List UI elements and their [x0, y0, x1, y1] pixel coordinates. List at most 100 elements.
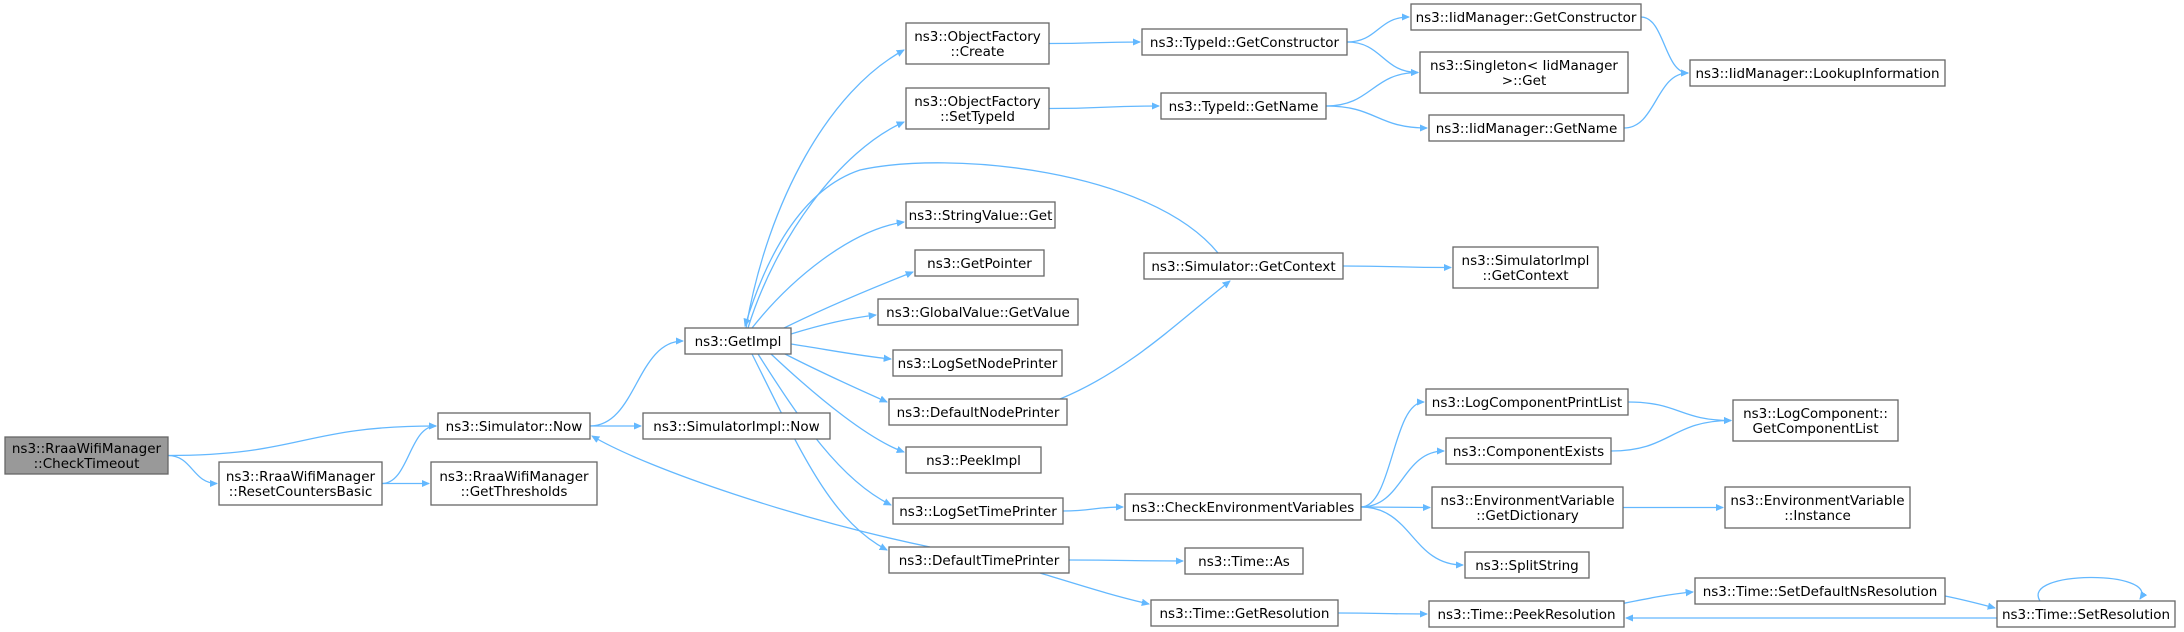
node-checkTimeout[interactable]: ns3::RraaWifiManager::CheckTimeout	[4, 436, 169, 475]
node-box	[1996, 600, 2176, 628]
edges-layer	[167, 17, 2142, 618]
node-envVarInstance[interactable]: ns3::EnvironmentVariable::Instance	[1724, 486, 1911, 529]
edge-ofSetTypeId-to-typeIdGetName	[1048, 106, 1159, 109]
edge-getImpl-to-ofCreate	[745, 49, 904, 329]
node-box	[1425, 388, 1629, 416]
node-getPointer[interactable]: ns3::GetPointer	[914, 249, 1045, 277]
node-timeAs[interactable]: ns3::Time::As	[1184, 547, 1304, 575]
node-label-line: ns3::PeekImpl	[926, 453, 1021, 469]
edge-checkEnvVars-to-logComponentPrintList	[1360, 402, 1424, 508]
node-splitString[interactable]: ns3::SplitString	[1464, 551, 1590, 579]
node-logComponentGetList[interactable]: ns3::LogComponent::GetComponentList	[1732, 399, 1899, 442]
edge-getImpl-to-stringValueGet	[751, 222, 904, 329]
node-defaultNodePrinter[interactable]: ns3::DefaultNodePrinter	[888, 398, 1068, 426]
edge-checkEnvVars-to-splitString	[1360, 506, 1463, 565]
edge-timeSetDefaultNsResolution-to-timeSetResolution	[1944, 595, 1995, 608]
node-label-line: ns3::Time::SetResolution	[2002, 607, 2170, 623]
edge-logSetTimePrinter-to-checkEnvVars	[1062, 507, 1123, 512]
node-defaultTimePrinter[interactable]: ns3::DefaultTimePrinter	[888, 546, 1070, 574]
node-typeIdGetName[interactable]: ns3::TypeId::GetName	[1160, 92, 1327, 120]
node-ofSetTypeId[interactable]: ns3::ObjectFactory::SetTypeId	[905, 87, 1050, 130]
edge-checkTimeout-to-simNow	[167, 426, 436, 457]
edge-ofCreate-to-typeIdGetConstructor	[1048, 42, 1140, 44]
node-box	[1428, 600, 1625, 628]
node-simGetContext[interactable]: ns3::Simulator::GetContext	[1143, 252, 1344, 280]
node-simImplNow[interactable]: ns3::SimulatorImpl::Now	[642, 412, 831, 440]
edge-defaultTimePrinter-to-simNow	[592, 435, 931, 548]
nodes-layer: ns3::RraaWifiManager::CheckTimeoutns3::S…	[4, 3, 2176, 628]
edge-getImpl-to-defaultNodePrinter	[784, 353, 887, 403]
node-label-line: ::SetTypeId	[940, 109, 1015, 125]
node-label-line: ns3::Simulator::Now	[446, 419, 583, 435]
node-timeSetDefaultNsResolution[interactable]: ns3::Time::SetDefaultNsResolution	[1694, 577, 1946, 605]
node-gvGetValue[interactable]: ns3::GlobalValue::GetValue	[877, 298, 1079, 326]
node-getImpl[interactable]: ns3::GetImpl	[684, 327, 792, 355]
node-box	[1732, 399, 1899, 442]
node-box	[888, 398, 1068, 426]
node-timeSetResolution[interactable]: ns3::Time::SetResolution	[1996, 600, 2176, 628]
node-envVarGetDictionary[interactable]: ns3::EnvironmentVariable::GetDictionary	[1431, 486, 1624, 529]
node-box	[914, 249, 1045, 277]
node-label-line: ns3::IidManager::GetName	[1436, 121, 1618, 137]
node-ofCreate[interactable]: ns3::ObjectFactory::Create	[905, 22, 1050, 65]
node-label-line: ns3::GetImpl	[695, 334, 782, 350]
node-componentExists[interactable]: ns3::ComponentExists	[1445, 437, 1612, 465]
node-typeIdGetConstructor[interactable]: ns3::TypeId::GetConstructor	[1141, 28, 1348, 56]
node-label-line: ns3::EnvironmentVariable	[1730, 493, 1904, 509]
edge-getImpl-to-logSetNodePrinter	[790, 343, 891, 359]
node-box	[1464, 551, 1590, 579]
node-label-line: ns3::StringValue::Get	[909, 208, 1053, 224]
node-label-line: ns3::GlobalValue::GetValue	[886, 305, 1070, 321]
edge-simGetContext-to-simImplGetContext	[1342, 266, 1451, 268]
node-box	[892, 497, 1064, 525]
node-label-line: ns3::Time::PeekResolution	[1437, 607, 1615, 623]
node-simNow[interactable]: ns3::Simulator::Now	[437, 412, 591, 440]
node-label-line: >::Get	[1502, 73, 1546, 89]
node-label-line: ns3::IidManager::LookupInformation	[1695, 66, 1939, 82]
node-label-line: ns3::TypeId::GetName	[1169, 99, 1319, 115]
edge-getImpl-to-ofSetTypeId	[747, 121, 904, 329]
node-timeGetResolution[interactable]: ns3::Time::GetResolution	[1150, 599, 1339, 627]
node-label-line: ns3::EnvironmentVariable	[1440, 493, 1614, 509]
node-box	[1124, 493, 1362, 521]
node-label-line: ns3::ObjectFactory	[914, 94, 1041, 110]
node-resetCounters[interactable]: ns3::RraaWifiManager::ResetCountersBasic	[218, 461, 383, 506]
node-label-line: ns3::SimulatorImpl	[1462, 253, 1590, 269]
node-box	[905, 22, 1050, 65]
node-logSetNodePrinter[interactable]: ns3::LogSetNodePrinter	[892, 349, 1063, 377]
node-singletonGet[interactable]: ns3::Singleton< IidManager >::Get	[1419, 51, 1629, 94]
edge-simNow-to-getImpl	[589, 341, 683, 427]
node-label-line: ns3::Time::GetResolution	[1159, 606, 1329, 622]
edge-timePeekResolution-to-timeSetDefaultNsResolution	[1619, 592, 1693, 605]
node-getThresholds[interactable]: ns3::RraaWifiManager::GetThresholds	[430, 461, 598, 506]
node-iidGetConstructor[interactable]: ns3::IidManager::GetConstructor	[1410, 3, 1642, 31]
node-label-line: ns3::Simulator::GetContext	[1151, 259, 1335, 275]
edge-iidGetName-to-iidLookupInformation	[1623, 73, 1688, 129]
node-label-line: ::Create	[951, 44, 1005, 60]
node-box	[905, 446, 1042, 474]
node-label-line: ns3::TypeId::GetConstructor	[1150, 35, 1340, 51]
node-stringValueGet[interactable]: ns3::StringValue::Get	[905, 201, 1056, 229]
node-simImplGetContext[interactable]: ns3::SimulatorImpl::GetContext	[1452, 246, 1599, 289]
node-iidLookupInformation[interactable]: ns3::IidManager::LookupInformation	[1689, 59, 1946, 87]
node-box	[684, 327, 792, 355]
node-label-line: ::Instance	[1784, 508, 1851, 524]
node-checkEnvVars[interactable]: ns3::CheckEnvironmentVariables	[1124, 493, 1362, 521]
edge-simGetContext-to-getImpl	[745, 162, 1219, 326]
node-box	[888, 546, 1070, 574]
node-box	[218, 461, 383, 506]
node-box	[1689, 59, 1946, 87]
node-label-line: ns3::LogComponentPrintList	[1432, 395, 1622, 411]
node-label-line: ns3::DefaultTimePrinter	[899, 553, 1060, 569]
node-label-line: ns3::LogSetTimePrinter	[899, 504, 1057, 520]
edge-getImpl-to-peekImpl	[770, 353, 904, 452]
node-label-line: ns3::GetPointer	[927, 256, 1032, 272]
node-logComponentPrintList[interactable]: ns3::LogComponentPrintList	[1425, 388, 1629, 416]
node-peekImpl[interactable]: ns3::PeekImpl	[905, 446, 1042, 474]
node-box	[892, 349, 1063, 377]
node-iidGetName[interactable]: ns3::IidManager::GetName	[1428, 114, 1625, 142]
node-logSetTimePrinter[interactable]: ns3::LogSetTimePrinter	[892, 497, 1064, 525]
node-label-line: ns3::Time::SetDefaultNsResolution	[1703, 584, 1938, 600]
edge-defaultNodePrinter-to-simGetContext	[1059, 281, 1230, 400]
node-timePeekResolution[interactable]: ns3::Time::PeekResolution	[1428, 600, 1625, 628]
